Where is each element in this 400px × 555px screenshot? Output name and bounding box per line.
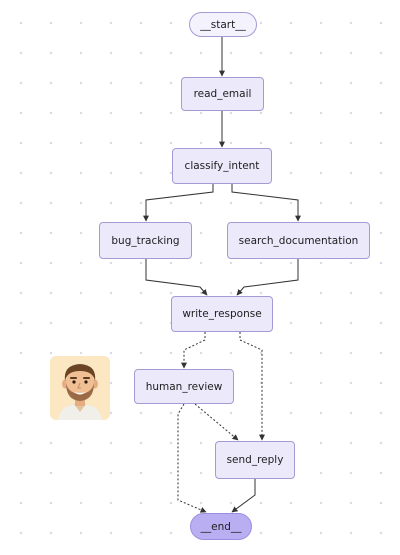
edge-search-documentation-to-write-response	[236, 259, 299, 296]
write-response-node[interactable]: write_response	[171, 296, 273, 332]
edge-classify-intent-to-search-documentation	[231, 184, 301, 222]
start-node-label: __start__	[200, 18, 246, 31]
read-email-node[interactable]: read_email	[181, 77, 264, 111]
search-documentation-label: search_documentation	[238, 234, 359, 247]
edge-write-response-to-human-review	[181, 332, 206, 369]
edge-human-review-to-send-reply	[194, 403, 239, 441]
read-email-label: read_email	[193, 88, 252, 100]
edge-human-review-to-end	[177, 403, 207, 513]
start-node[interactable]: __start__	[189, 12, 257, 37]
search-documentation-node[interactable]: search_documentation	[227, 222, 370, 259]
edge-bug-tracking-to-write-response	[145, 259, 208, 296]
bearded-man-avatar-icon	[50, 356, 110, 420]
classify-intent-label: classify_intent	[184, 160, 260, 172]
bug-tracking-label: bug_tracking	[111, 234, 180, 247]
bug-tracking-node[interactable]: bug_tracking	[99, 222, 192, 259]
end-node-label: __end__	[200, 520, 242, 533]
edge-classify-intent-to-bug-tracking	[143, 184, 214, 222]
send-reply-node[interactable]: send_reply	[215, 441, 295, 479]
send-reply-label: send_reply	[226, 454, 284, 466]
classify-intent-node[interactable]: classify_intent	[172, 148, 272, 184]
edge-write-response-to-send-reply	[239, 332, 265, 441]
human-review-node[interactable]: human_review	[134, 369, 234, 404]
human-review-label: human_review	[145, 380, 223, 393]
write-response-label: write_response	[182, 308, 262, 320]
end-node[interactable]: __end__	[190, 513, 252, 540]
edge-send-reply-to-end	[231, 479, 256, 513]
